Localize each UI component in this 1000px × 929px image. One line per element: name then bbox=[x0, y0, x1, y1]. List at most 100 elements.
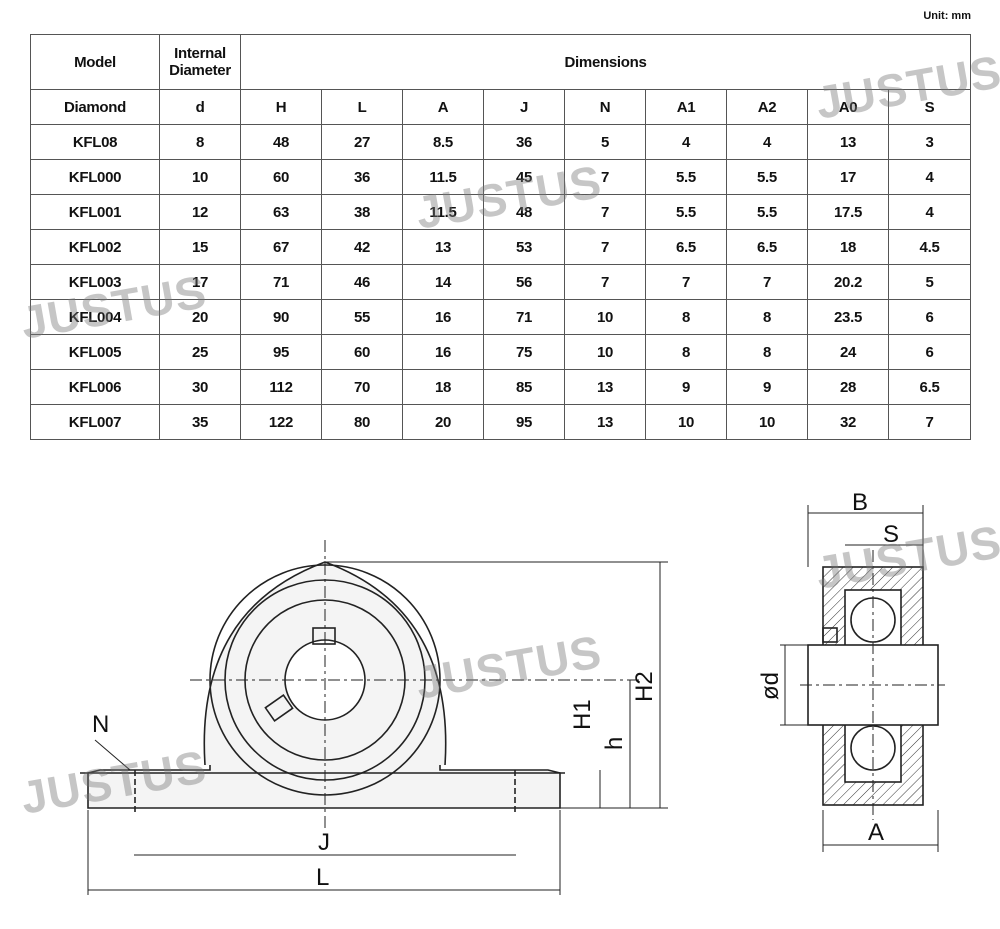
value-cell: 32 bbox=[807, 404, 889, 440]
value-cell: 23.5 bbox=[807, 299, 889, 335]
value-cell: 7 bbox=[645, 264, 727, 300]
value-cell: 20 bbox=[402, 404, 484, 440]
label-od: ød bbox=[757, 672, 784, 700]
value-cell: 10 bbox=[726, 404, 808, 440]
value-cell: 6.5 bbox=[887, 369, 972, 405]
value-cell: 9 bbox=[645, 369, 727, 405]
subheader-cell: J bbox=[483, 89, 565, 125]
value-cell: 6.5 bbox=[645, 229, 727, 265]
value-cell: 38 bbox=[321, 194, 403, 230]
value-cell: 20 bbox=[159, 299, 241, 335]
value-cell: 9 bbox=[726, 369, 808, 405]
value-cell: 71 bbox=[240, 264, 322, 300]
value-cell: 7 bbox=[726, 264, 808, 300]
value-cell: 18 bbox=[807, 229, 889, 265]
value-cell: 4.5 bbox=[887, 229, 972, 265]
value-cell: 67 bbox=[240, 229, 322, 265]
value-cell: 7 bbox=[564, 229, 646, 265]
value-cell: 85 bbox=[483, 369, 565, 405]
value-cell: 80 bbox=[321, 404, 403, 440]
bearing-drawing: N J L H1 h H2 B S ød A bbox=[80, 489, 945, 895]
value-cell: 95 bbox=[483, 404, 565, 440]
value-cell: 4 bbox=[887, 159, 972, 195]
value-cell: 122 bbox=[240, 404, 322, 440]
model-cell: KFL001 bbox=[30, 194, 160, 230]
value-cell: 30 bbox=[159, 369, 241, 405]
value-cell: 8 bbox=[726, 334, 808, 370]
value-cell: 7 bbox=[564, 264, 646, 300]
model-cell: KFL003 bbox=[30, 264, 160, 300]
value-cell: 45 bbox=[483, 159, 565, 195]
value-cell: 71 bbox=[483, 299, 565, 335]
label-B: B bbox=[852, 489, 868, 516]
value-cell: 53 bbox=[483, 229, 565, 265]
front-view bbox=[80, 561, 565, 815]
front-view-centerlines bbox=[190, 540, 640, 830]
label-h: h bbox=[601, 737, 628, 750]
value-cell: 10 bbox=[564, 299, 646, 335]
subheader-cell: A2 bbox=[726, 89, 808, 125]
value-cell: 8 bbox=[645, 334, 727, 370]
model-cell: KFL08 bbox=[30, 124, 160, 160]
label-L: L bbox=[316, 864, 329, 891]
label-H1: H1 bbox=[569, 699, 596, 730]
value-cell: 20.2 bbox=[807, 264, 889, 300]
value-cell: 75 bbox=[483, 334, 565, 370]
table-header-row: Model Internal Diameter Dimensions bbox=[30, 34, 972, 90]
value-cell: 112 bbox=[240, 369, 322, 405]
value-cell: 60 bbox=[240, 159, 322, 195]
model-cell: KFL007 bbox=[30, 404, 160, 440]
value-cell: 48 bbox=[240, 124, 322, 160]
subheader-cell: L bbox=[321, 89, 403, 125]
value-cell: 7 bbox=[564, 194, 646, 230]
value-cell: 7 bbox=[887, 404, 972, 440]
front-view-labels: N J L H1 h H2 bbox=[92, 671, 658, 891]
value-cell: 48 bbox=[483, 194, 565, 230]
model-cell: KFL006 bbox=[30, 369, 160, 405]
value-cell: 16 bbox=[402, 299, 484, 335]
value-cell: 10 bbox=[564, 334, 646, 370]
value-cell: 42 bbox=[321, 229, 403, 265]
value-cell: 5 bbox=[564, 124, 646, 160]
value-cell: 8 bbox=[726, 299, 808, 335]
value-cell: 56 bbox=[483, 264, 565, 300]
side-view-labels: B S ød A bbox=[757, 489, 899, 846]
header-model: Model bbox=[30, 34, 160, 90]
subheader-cell: H bbox=[240, 89, 322, 125]
value-cell: 4 bbox=[645, 124, 727, 160]
side-view-dimensions bbox=[780, 505, 945, 852]
value-cell: 5.5 bbox=[645, 159, 727, 195]
value-cell: 11.5 bbox=[402, 159, 484, 195]
value-cell: 13 bbox=[564, 404, 646, 440]
value-cell: 5.5 bbox=[726, 194, 808, 230]
value-cell: 95 bbox=[240, 334, 322, 370]
subheader-cell: A0 bbox=[807, 89, 889, 125]
value-cell: 15 bbox=[159, 229, 241, 265]
value-cell: 35 bbox=[159, 404, 241, 440]
value-cell: 17.5 bbox=[807, 194, 889, 230]
value-cell: 17 bbox=[807, 159, 889, 195]
label-A: A bbox=[868, 819, 884, 846]
value-cell: 70 bbox=[321, 369, 403, 405]
label-H2: H2 bbox=[631, 671, 658, 702]
model-cell: KFL005 bbox=[30, 334, 160, 370]
label-S: S bbox=[883, 521, 899, 548]
value-cell: 10 bbox=[159, 159, 241, 195]
value-cell: 24 bbox=[807, 334, 889, 370]
subheader-cell: d bbox=[159, 89, 241, 125]
value-cell: 90 bbox=[240, 299, 322, 335]
value-cell: 18 bbox=[402, 369, 484, 405]
value-cell: 4 bbox=[726, 124, 808, 160]
value-cell: 36 bbox=[483, 124, 565, 160]
value-cell: 16 bbox=[402, 334, 484, 370]
subheader-cell: A bbox=[402, 89, 484, 125]
value-cell: 13 bbox=[564, 369, 646, 405]
